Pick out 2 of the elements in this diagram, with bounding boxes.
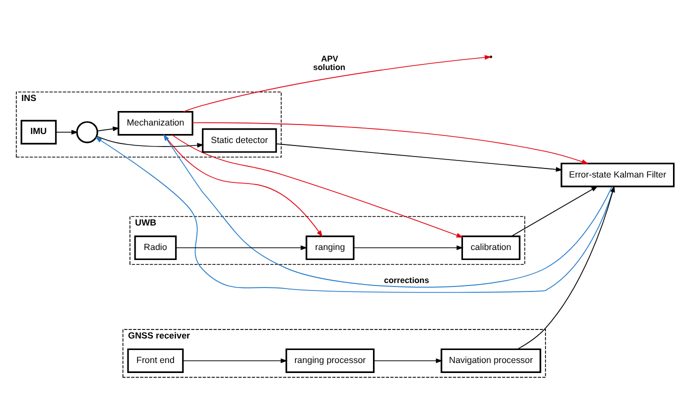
- edge-label: corrections: [384, 275, 430, 286]
- edge-label: APV solution: [313, 54, 346, 72]
